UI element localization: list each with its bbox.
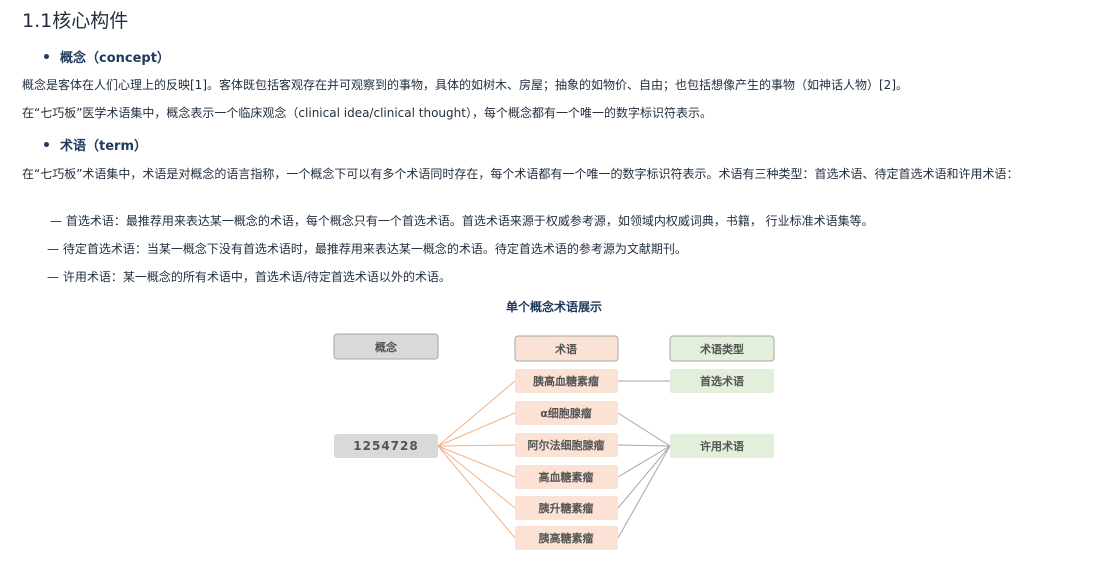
- concept-term-connectors: [437, 380, 516, 539]
- concept-paragraph-2: 在“七巧板”医学术语集中，概念表示一个临床观念（clinical idea/cl…: [22, 106, 712, 120]
- connector-concept-term-5: [437, 445, 516, 509]
- term-box-4: 高血糖素瘤: [515, 465, 618, 489]
- term-box-2: α细胞腺瘤: [515, 401, 618, 425]
- term-paragraph-1: 在“七巧板”术语集中，术语是对概念的语言指称，一个概念下可以有多个术语同时存在，…: [22, 167, 1019, 181]
- term-label-6: 胰高糖素瘤: [538, 531, 594, 545]
- connector-concept-term-3: [437, 444, 516, 447]
- diagram-title: 单个概念术语展示: [505, 300, 602, 314]
- term-box-6: 胰高糖素瘤: [515, 526, 618, 550]
- connector-concept-term-1: [437, 380, 516, 447]
- concept-paragraph-1: 概念是客体在人们心理上的反映[1]。客体既包括客观存在并可观察到的事物，具体的如…: [22, 78, 909, 92]
- header-concept: 概念: [333, 333, 439, 360]
- term-box-1: 胰高血糖素瘤: [515, 369, 618, 393]
- term-label-3: 阿尔法细胞腺瘤: [528, 438, 605, 452]
- term-type-connectors: [617, 380, 671, 539]
- bullet-concept-title: 概念（concept）: [60, 51, 170, 66]
- type-label-preferred: 首选术语: [700, 374, 744, 388]
- connector-concept-term-2: [437, 412, 516, 447]
- bullet-dot-icon: [44, 54, 49, 59]
- section-heading: 1.1核心构件: [22, 10, 129, 32]
- type-box-allowed: 许用术语: [670, 434, 774, 458]
- connector-concept-term-4: [437, 445, 516, 478]
- term-label-2: α细胞腺瘤: [540, 406, 592, 420]
- connector-term-5-type-2: [617, 445, 671, 509]
- header-concept-label: 概念: [375, 340, 398, 354]
- bullet-term-title: 术语（term）: [60, 139, 147, 154]
- bullet-concept: 概念（concept）: [44, 47, 170, 66]
- connector-term-2-type-2: [617, 412, 671, 447]
- header-term: 术语: [514, 335, 619, 362]
- term-box-5: 胰升糖素瘤: [515, 496, 618, 520]
- term-type-preferred: — 首选术语：最推荐用来表达某一概念的术语，每个概念只有一个首选术语。首选术语来…: [50, 214, 874, 228]
- bullet-term: 术语（term）: [44, 135, 147, 154]
- term-type-allowed: — 许用术语：某一概念的所有术语中，首选术语/待定首选术语以外的术语。: [47, 270, 451, 284]
- bullet-dot-icon: [44, 142, 49, 147]
- term-type-pending: — 待定首选术语：当某一概念下没有首选术语时，最推荐用来表达某一概念的术语。待定…: [47, 242, 687, 256]
- term-label-5: 胰升糖素瘤: [538, 501, 594, 515]
- header-type-label: 术语类型: [699, 342, 744, 356]
- header-term-label: 术语: [554, 342, 577, 356]
- concept-id-box: 1254728: [334, 434, 438, 458]
- header-type: 术语类型: [669, 335, 775, 362]
- connector-term-6-type-2: [617, 445, 671, 539]
- type-box-preferred: 首选术语: [670, 369, 774, 393]
- concept-id: 1254728: [353, 439, 418, 453]
- connector-concept-term-6: [437, 445, 516, 539]
- term-label-4: 高血糖素瘤: [539, 470, 594, 484]
- term-box-3: 阿尔法细胞腺瘤: [515, 433, 618, 457]
- type-label-allowed: 许用术语: [700, 439, 744, 453]
- term-label-1: 胰高血糖素瘤: [532, 374, 599, 388]
- connector-term-4-type-2: [617, 445, 671, 478]
- connector-term-3-type-2: [617, 444, 671, 447]
